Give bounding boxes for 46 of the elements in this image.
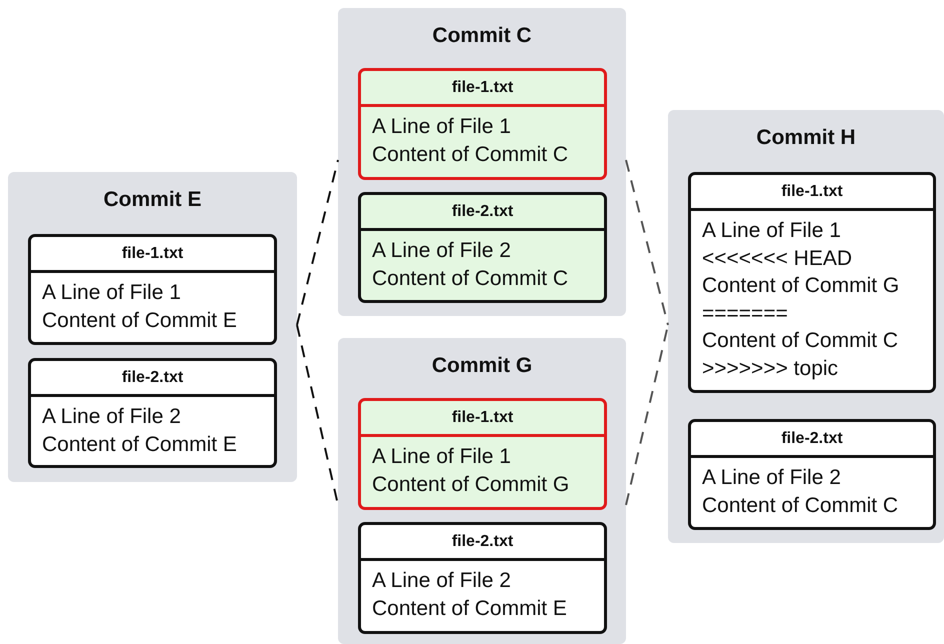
file-line: >>>>>>> topic: [702, 356, 838, 382]
file-name: file-1.txt: [361, 71, 604, 107]
file-line: Content of Commit G: [702, 273, 900, 299]
commit-title: Commit G: [430, 354, 534, 378]
commit-panel: [338, 8, 626, 316]
file-line: Content of Commit G: [372, 472, 570, 498]
file-name: file-1.txt: [31, 237, 274, 273]
file-name: file-1.txt: [691, 175, 933, 211]
file-line: A Line of File 2: [372, 568, 511, 594]
commit-panel: [8, 172, 297, 482]
file-line: A Line of File 2: [372, 238, 511, 264]
file-card: [28, 358, 277, 468]
file-line: Content of Commit C: [372, 266, 568, 292]
file-line: Content of Commit C: [372, 142, 568, 168]
file-line: Content of Commit C: [702, 492, 898, 518]
file-name: file-2.txt: [361, 525, 604, 561]
file-line: A Line of File 1: [372, 444, 511, 470]
file-card: [358, 68, 607, 180]
file-card: [358, 398, 607, 510]
file-line: A Line of File 2: [702, 465, 841, 491]
file-line: Content of Commit C: [702, 328, 898, 354]
file-name: file-2.txt: [361, 195, 604, 231]
file-card: [688, 419, 936, 530]
commit-panel: [668, 110, 944, 543]
file-line: A Line of File 1: [372, 114, 511, 140]
file-name: file-2.txt: [691, 422, 933, 458]
file-line: A Line of File 2: [42, 404, 181, 430]
commit-title: Commit H: [755, 126, 857, 150]
file-card: [688, 172, 936, 393]
file-line: =======: [702, 300, 788, 326]
file-line: Content of Commit E: [42, 432, 237, 458]
commit-panel: [338, 338, 626, 644]
file-line: Content of Commit E: [42, 308, 237, 334]
file-line: <<<<<<< HEAD: [702, 246, 852, 272]
file-name: file-1.txt: [361, 401, 604, 437]
connector-line: [296, 160, 339, 326]
commit-title: Commit C: [431, 24, 533, 48]
file-line: A Line of File 1: [42, 280, 181, 306]
file-card: [358, 522, 607, 634]
file-line: Content of Commit E: [372, 596, 567, 622]
commit-title: Commit E: [102, 188, 202, 212]
connector-line: [625, 160, 669, 326]
file-card: [28, 234, 277, 345]
file-line: A Line of File 1: [702, 218, 841, 244]
file-card: [358, 192, 607, 303]
file-name: file-2.txt: [31, 361, 274, 397]
